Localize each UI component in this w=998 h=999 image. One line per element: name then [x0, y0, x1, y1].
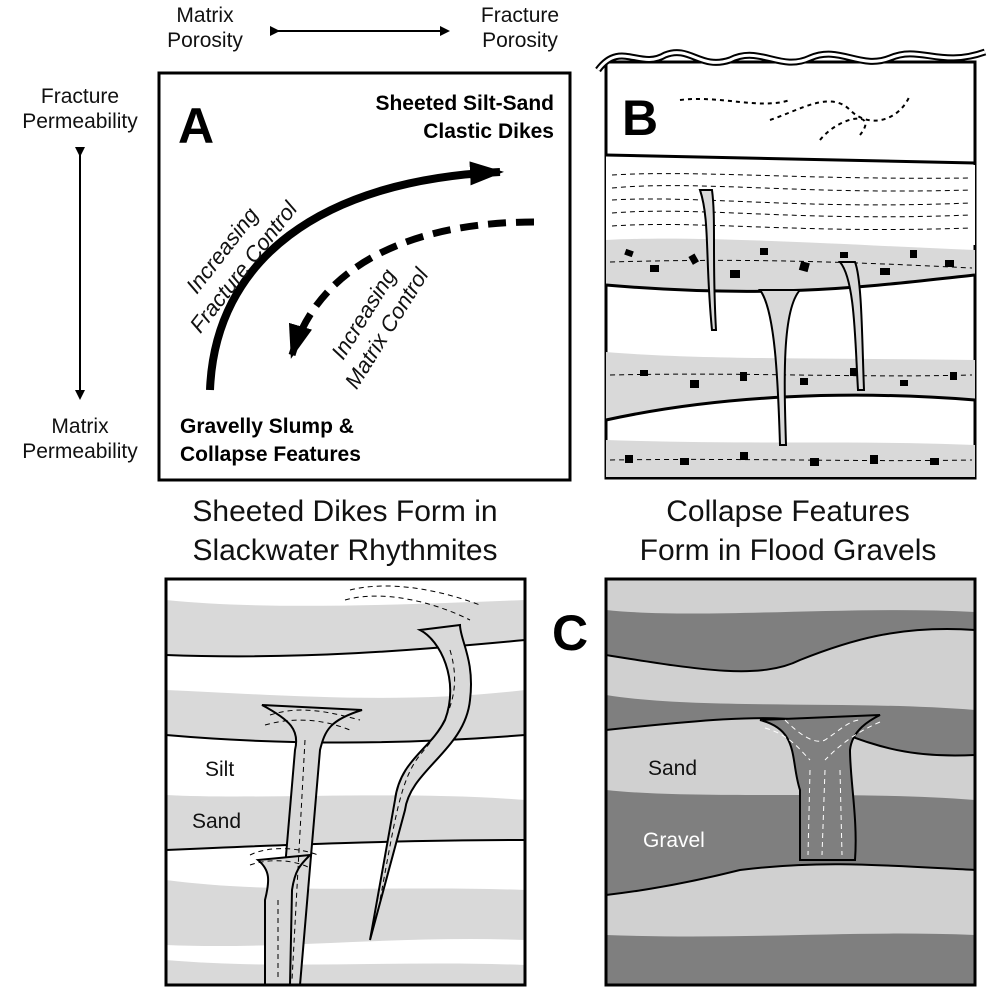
sand-label: Sand — [192, 810, 241, 833]
panel-c-letter: C — [552, 605, 588, 661]
sand-label-right: Sand — [648, 757, 697, 780]
panel-c-left: Silt Sand — [164, 577, 527, 987]
gravelly-slump-label: Gravelly Slump &Collapse Features — [180, 415, 361, 466]
matrix-control-arrow — [288, 218, 535, 359]
fracture-control-arrow — [206, 161, 504, 391]
panel-a-letter: A — [178, 98, 214, 154]
silt-label: Silt — [205, 758, 234, 781]
panel-c-right: Sand Gravel — [604, 577, 977, 987]
gravel-label: Gravel — [643, 829, 705, 852]
panel-b-letter: B — [622, 90, 658, 146]
panel-b: B — [595, 48, 987, 480]
